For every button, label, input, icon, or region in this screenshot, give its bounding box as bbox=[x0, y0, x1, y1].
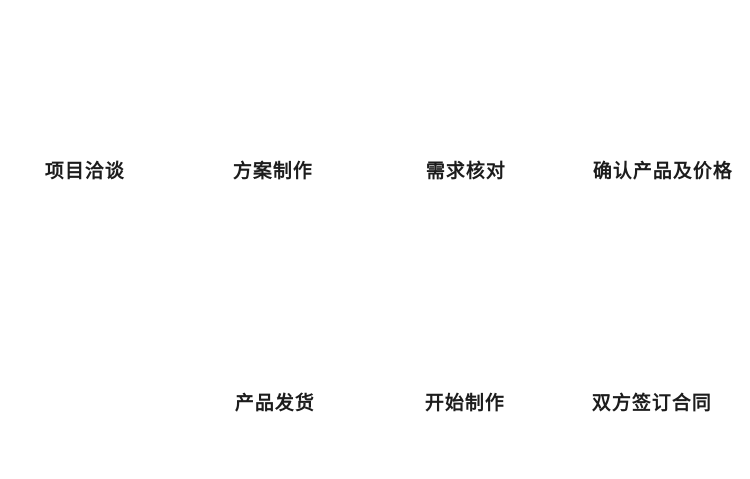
step-requirement-check: 需求核对 bbox=[425, 160, 507, 182]
step-solution-design: 方案制作 bbox=[232, 160, 314, 182]
step-project-negotiation: 项目洽谈 bbox=[44, 160, 126, 182]
step-confirm-product-price: 确认产品及价格 bbox=[592, 160, 734, 182]
step-start-production: 开始制作 bbox=[424, 392, 506, 414]
step-product-shipment: 产品发货 bbox=[234, 392, 316, 414]
step-sign-contract: 双方签订合同 bbox=[591, 392, 713, 414]
